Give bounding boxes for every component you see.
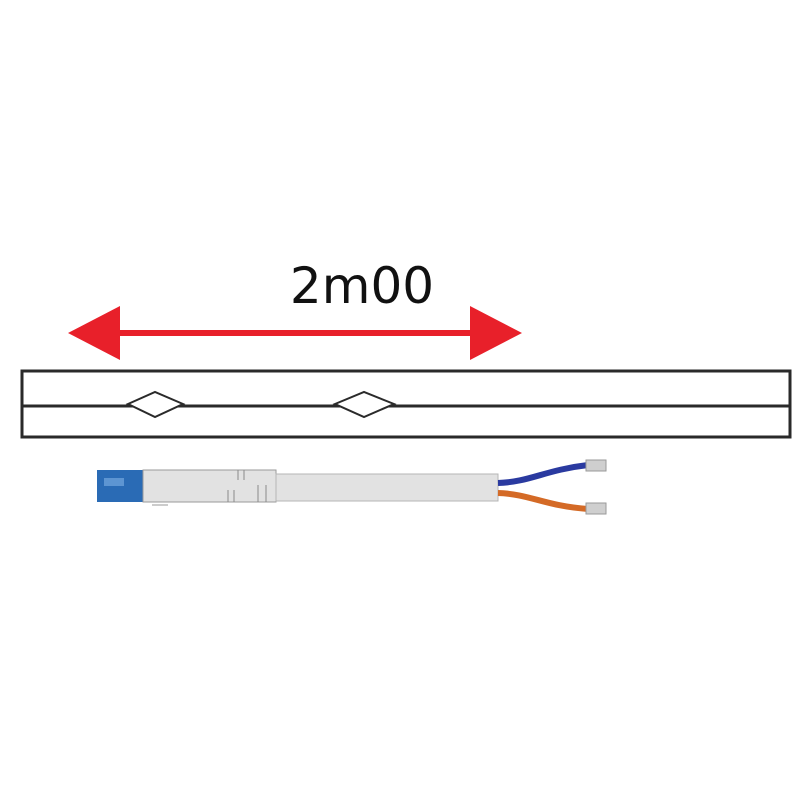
led-chip-1 [125,390,186,419]
wire-blue-tip [585,459,607,472]
wire-orange-tip [585,502,607,515]
dimension-arrow [68,306,522,360]
dimension-arrow-head-left [68,306,120,360]
cable-sheath [275,473,499,502]
dimension-label: 2m00 [290,257,434,315]
led-chip-2 [332,390,397,419]
connector-clip-lines [227,470,267,502]
led-strip [20,369,792,439]
dimension-arrow-head-right [470,306,522,360]
connector-cable [97,459,607,515]
wire-blue [497,462,589,486]
connector-body [142,469,277,503]
connector-housing-detail [104,478,124,486]
wire-orange [497,490,589,512]
